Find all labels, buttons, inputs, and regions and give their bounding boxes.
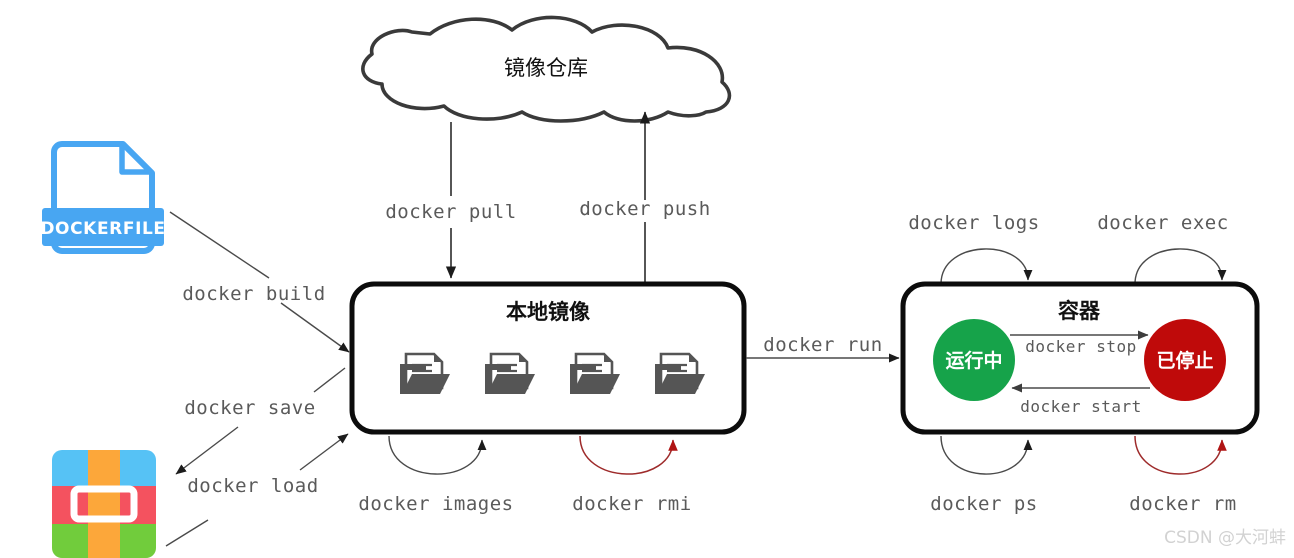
- running-label: 运行中: [945, 349, 1002, 372]
- docker-start-edge[interactable]: docker start: [1011, 383, 1150, 416]
- docker-pull-label: docker pull: [385, 201, 516, 223]
- dockerfile-fold-icon: [119, 145, 151, 175]
- state-stopped[interactable]: 已停止: [1144, 319, 1226, 401]
- docker-ps-edge[interactable]: docker ps: [930, 435, 1037, 515]
- image-folder-icon: [400, 352, 705, 394]
- registry-node[interactable]: 镜像仓库: [361, 15, 732, 123]
- cloud-icon: [361, 15, 732, 123]
- docker-stop-edge[interactable]: docker stop: [1010, 330, 1149, 356]
- registry-label: 镜像仓库: [504, 56, 588, 80]
- docker-rmi-label: docker rmi: [572, 493, 691, 515]
- running-circle: [933, 319, 1015, 401]
- docker-images-label: docker images: [358, 493, 513, 515]
- docker-save-edge[interactable]: docker save: [175, 367, 346, 475]
- docker-images-edge[interactable]: docker images: [358, 435, 513, 515]
- docker-pull-edge[interactable]: docker pull: [385, 122, 516, 279]
- archive-package-icon: [52, 450, 156, 558]
- docker-exec-label: docker exec: [1097, 212, 1228, 234]
- docker-logs-label: docker logs: [908, 212, 1039, 234]
- docker-rmi-edge[interactable]: docker rmi: [572, 435, 691, 515]
- docker-logs-edge[interactable]: docker logs: [908, 212, 1039, 285]
- docker-build-edge[interactable]: docker build: [169, 211, 350, 353]
- docker-load-edge[interactable]: docker load: [165, 433, 349, 547]
- dockerfile-label: DOCKERFILE: [40, 219, 165, 239]
- watermark: CSDN @大河蚌: [1164, 528, 1286, 548]
- docker-rm-edge[interactable]: docker rm: [1129, 435, 1236, 515]
- docker-exec-edge[interactable]: docker exec: [1097, 212, 1228, 285]
- stopped-label: 已停止: [1156, 349, 1213, 372]
- stopped-circle: [1144, 319, 1226, 401]
- docker-run-edge[interactable]: docker run: [746, 332, 900, 363]
- docker-load-label: docker load: [187, 475, 318, 497]
- dockerfile-banner: [42, 208, 164, 246]
- local-images-label: 本地镜像: [506, 300, 591, 324]
- docker-ps-label: docker ps: [930, 493, 1037, 515]
- docker-build-label: docker build: [182, 283, 325, 305]
- state-running[interactable]: 运行中: [933, 319, 1015, 401]
- docker-rm-label: docker rm: [1129, 493, 1236, 515]
- docker-push-label-top: docker push: [579, 198, 710, 220]
- container-label: 容器: [1058, 299, 1101, 323]
- archive-node[interactable]: [52, 450, 156, 558]
- docker-start-label: docker start: [1020, 397, 1142, 416]
- docker-stop-label: docker stop: [1025, 337, 1136, 356]
- dockerfile-node[interactable]: DOCKERFILE: [40, 141, 165, 254]
- local-images-box: [349, 281, 747, 435]
- local-images-node[interactable]: 本地镜像: [349, 281, 747, 435]
- docker-push-edge[interactable]: docker push docker push: [579, 111, 710, 285]
- container-node[interactable]: 容器 运行中 已停止 docker stop docker start: [900, 281, 1260, 435]
- docker-run-label: docker run: [763, 334, 882, 356]
- docker-save-label: docker save: [184, 397, 315, 419]
